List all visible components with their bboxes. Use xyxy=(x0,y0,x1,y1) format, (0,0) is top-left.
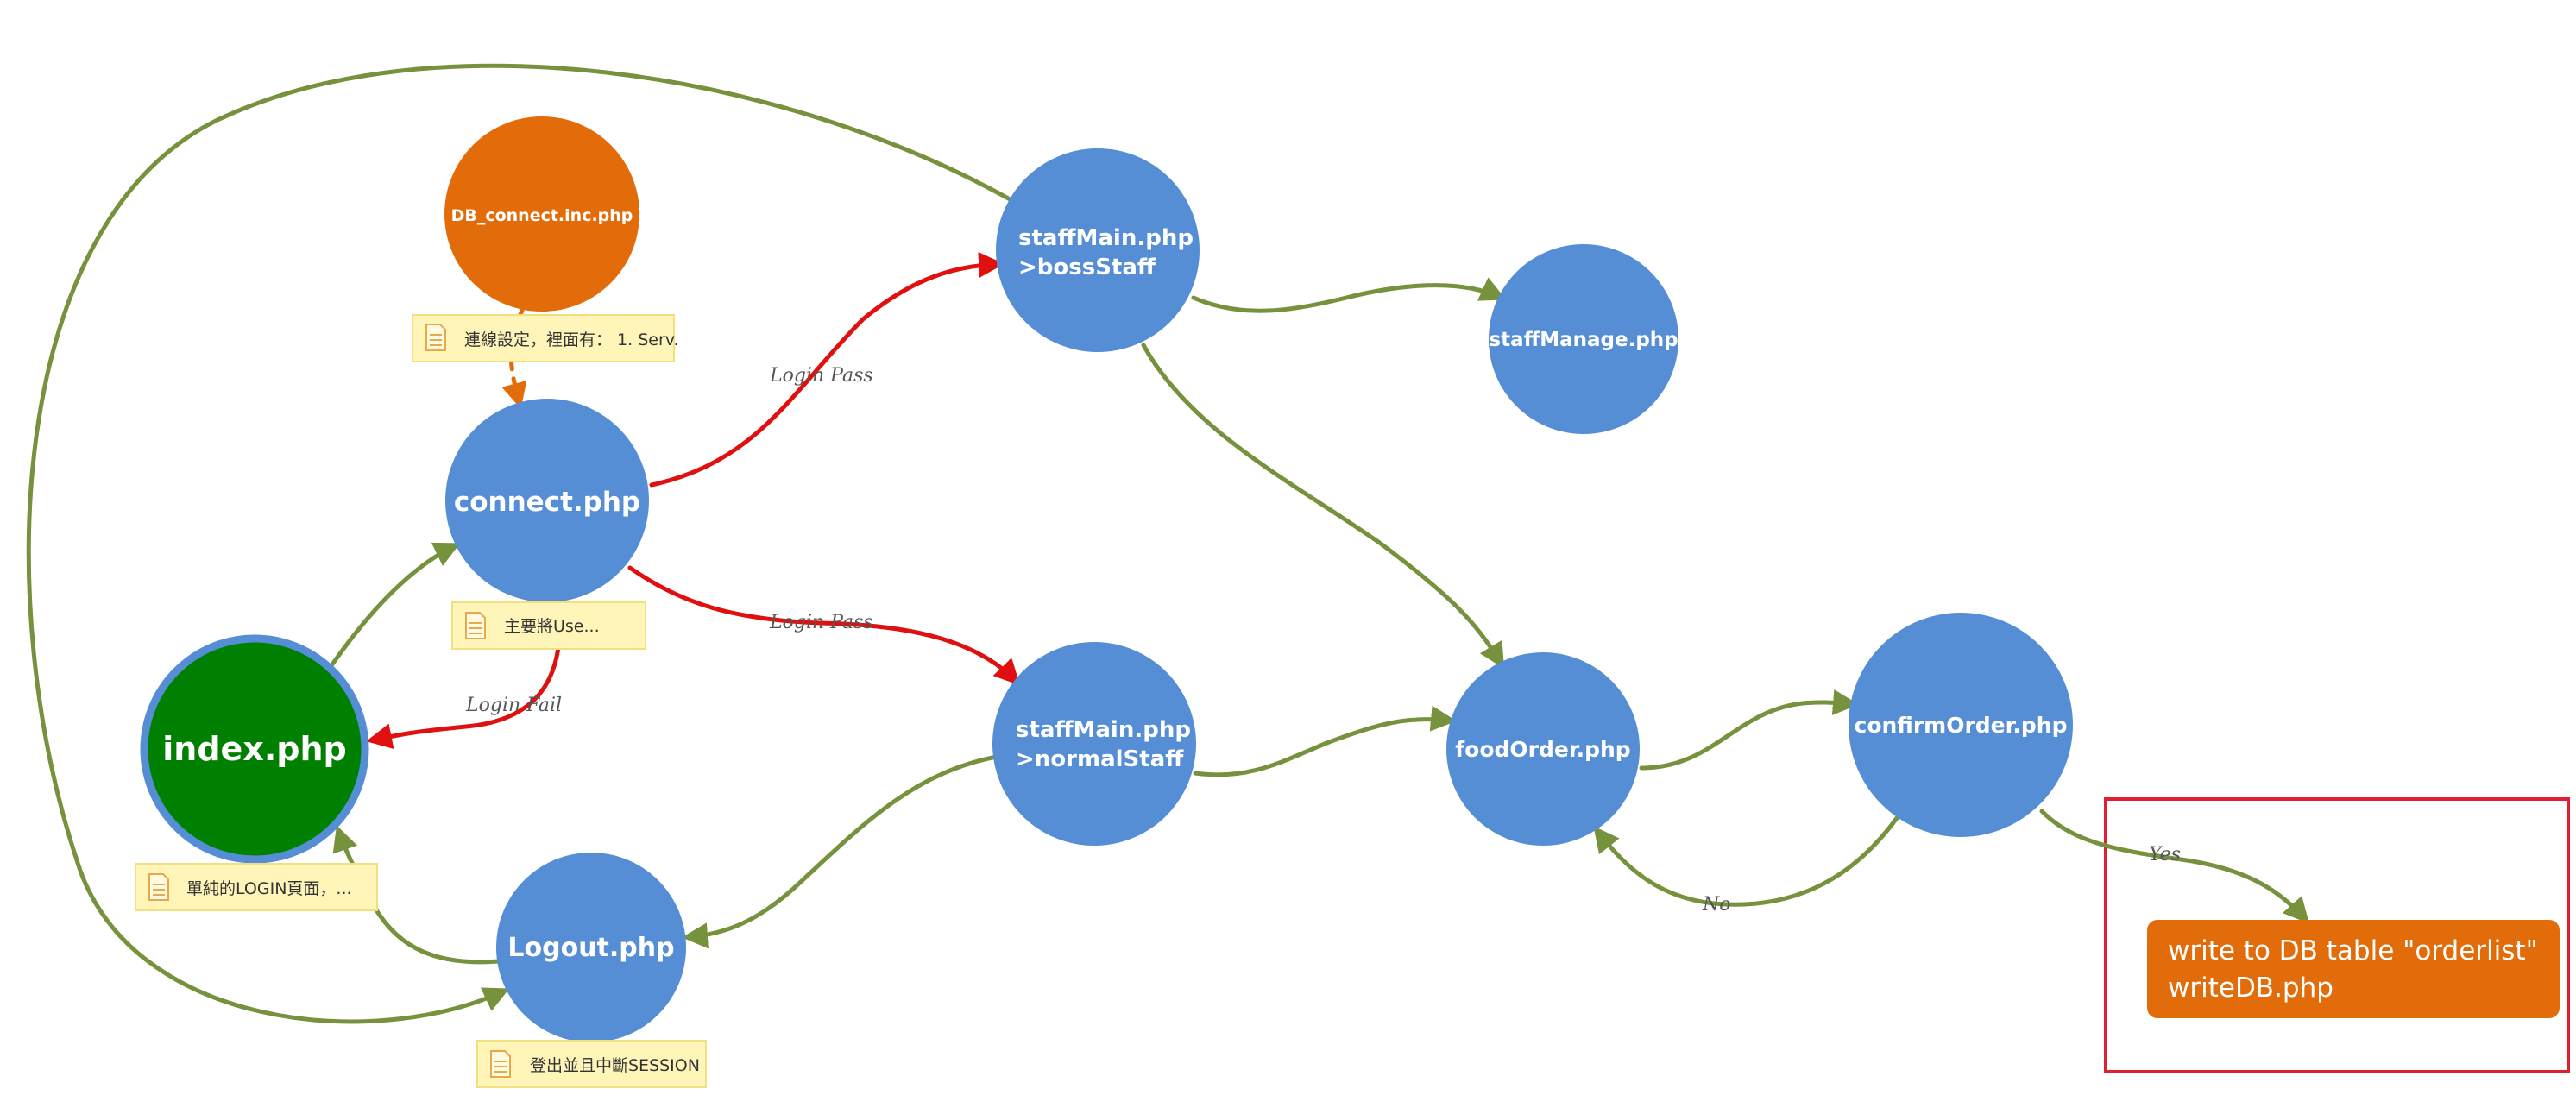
node-index-label: index.php xyxy=(162,730,346,768)
node-connect-label: connect.php xyxy=(454,487,640,518)
edge-foodorder-to-confirmorder xyxy=(1639,689,1859,771)
edge-staffmain-boss-to-foodorder xyxy=(1141,343,1505,670)
node-staffmain-normal-line1: staffMain.php xyxy=(1016,717,1191,743)
node-writedb-line1: write to DB table "orderlist" xyxy=(2168,935,2538,966)
node-connect[interactable]: connect.php xyxy=(445,399,649,602)
edge-label-login-pass-normal: Login Pass xyxy=(769,612,873,633)
node-staffmain-boss-line2: >bossStaff xyxy=(1018,255,1156,280)
note-index-text: 單純的LOGIN頁面，... xyxy=(186,879,352,898)
note-db-connect-text: 連線設定，裡面有： 1. Serv. xyxy=(464,330,679,349)
highlight-box xyxy=(2104,797,2570,1073)
node-writedb[interactable]: write to DB table "orderlist" writeDB.ph… xyxy=(2147,920,2560,1018)
note-logout-text: 登出並且中斷SESSION xyxy=(530,1056,700,1075)
edge-staffmain-boss-to-logout xyxy=(26,63,1014,1024)
edge-staffmain-boss-to-staffmanage xyxy=(1191,277,1507,313)
edge-staffmain-normal-to-logout xyxy=(682,754,999,949)
node-foodorder-label: foodOrder.php xyxy=(1455,737,1630,762)
node-foodorder[interactable]: foodOrder.php xyxy=(1446,652,1640,846)
node-staffmanage-label: staffManage.php xyxy=(1489,329,1678,351)
edge-confirmorder-to-foodorder xyxy=(1593,815,1899,907)
edge-label-login-pass-boss: Login Pass xyxy=(769,365,873,387)
node-db-connect-label: DB_connect.inc.php xyxy=(451,206,633,225)
node-staffmain-boss-line1: staffMain.php xyxy=(1018,225,1194,251)
node-confirmorder[interactable]: confirmOrder.php xyxy=(1849,613,2073,837)
edge-connect-to-index xyxy=(366,603,563,750)
note-connect-text: 主要將Use... xyxy=(504,617,600,636)
document-icon xyxy=(465,612,486,639)
edge-staffmain-normal-to-foodorder xyxy=(1193,705,1457,777)
node-logout-label: Logout.php xyxy=(507,933,674,963)
node-logout[interactable]: Logout.php xyxy=(496,853,686,1042)
node-db-connect[interactable]: DB_connect.inc.php xyxy=(444,116,639,312)
edge-label-yes: Yes xyxy=(2149,844,2181,865)
node-staffmain-normal-line2: >normalStaff xyxy=(1016,746,1184,772)
note-index[interactable]: 單純的LOGIN頁面，... xyxy=(135,863,378,911)
node-index[interactable]: index.php xyxy=(140,634,369,864)
document-icon xyxy=(425,324,446,351)
note-logout[interactable]: 登出並且中斷SESSION xyxy=(476,1040,707,1088)
node-staffmain-boss[interactable]: staffMain.php >bossStaff xyxy=(996,148,1200,352)
note-connect[interactable]: 主要將Use... xyxy=(451,601,646,650)
node-confirmorder-label: confirmOrder.php xyxy=(1855,713,2068,738)
edge-confirmorder-to-writedb xyxy=(2039,809,2309,924)
edge-connect-to-staffmain-boss xyxy=(649,252,1005,488)
document-icon xyxy=(490,1050,511,1078)
node-staffmanage[interactable]: staffManage.php xyxy=(1489,244,1678,434)
node-writedb-line2: writeDB.php xyxy=(2168,972,2334,1004)
edge-label-no: No xyxy=(1702,894,1731,916)
edge-index-to-connect xyxy=(330,542,461,667)
note-db-connect[interactable]: 連線設定，裡面有： 1. Serv. xyxy=(412,314,679,362)
node-staffmain-normal[interactable]: staffMain.php >normalStaff xyxy=(992,642,1196,846)
edge-label-login-fail: Login Fail xyxy=(465,695,562,716)
document-icon xyxy=(148,873,169,901)
edge-connect-to-staffmain-normal xyxy=(627,565,1021,686)
